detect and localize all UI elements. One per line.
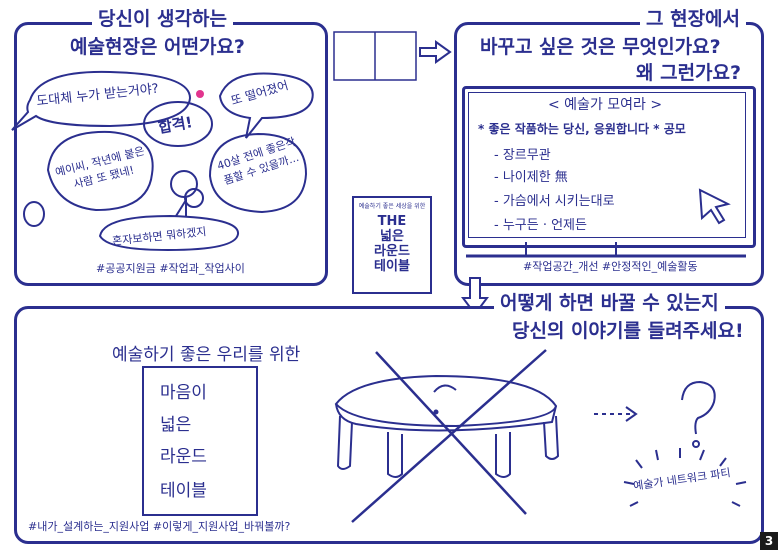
monitor-screen bbox=[462, 86, 756, 248]
box-line-3: 라운드 bbox=[160, 447, 207, 467]
panel2-title-line2: 바꾸고 싶은 것은 무엇인가요? bbox=[480, 36, 721, 58]
book-line-wide: 넓은 bbox=[380, 229, 404, 244]
panel1-hashtags: #공공지원금 #작업과_작업사이 bbox=[96, 262, 245, 275]
panel2-hashtags: #작업공간_개선 #안정적인_예술활동 bbox=[520, 258, 701, 274]
panel2-title-line1: 그 현장에서 bbox=[640, 8, 747, 31]
round-table-box bbox=[142, 366, 258, 516]
book-line-round: 라운드 bbox=[374, 244, 410, 259]
monitor-inner bbox=[468, 92, 746, 238]
box-line-1: 마음이 bbox=[160, 383, 207, 403]
panel1-title-line2: 예술현장은 어떤가요? bbox=[70, 36, 245, 59]
crossed-out-table bbox=[334, 349, 560, 523]
panel3-hashtags: #내가_설계하는_지원사업 #이렇게_지원사업_바꿔볼까? bbox=[28, 520, 291, 533]
question-mark-icon bbox=[681, 380, 716, 448]
dotted-arrow-icon bbox=[594, 406, 638, 422]
book-line-the: THE bbox=[377, 214, 407, 229]
monitor-stand bbox=[466, 242, 746, 258]
book-cover: 예술하기 좋은 세상을 위한 THE 넓은 라운드 테이블 bbox=[352, 196, 432, 294]
panel3-heading: 예술하기 좋은 우리를 위한 bbox=[112, 345, 301, 365]
panel1-bubbles bbox=[11, 70, 314, 252]
screen-heading: < 예술가 모여라 > bbox=[548, 97, 663, 113]
panel-art-scene bbox=[14, 22, 328, 286]
screen-item-anyone: - 누구든 · 언제든 bbox=[494, 218, 587, 233]
panel-tell-your-story bbox=[14, 306, 764, 544]
cursor-icon bbox=[698, 188, 731, 225]
sketch-frame bbox=[333, 31, 417, 81]
panel-what-to-change bbox=[454, 22, 764, 286]
sparkle-lines bbox=[623, 448, 747, 507]
screen-item-age: - 나이제한 無 bbox=[494, 170, 568, 185]
screen-item-heart: - 가슴에서 시키는대로 bbox=[494, 194, 615, 209]
arrow-right-icon bbox=[419, 40, 452, 64]
box-line-2: 넓은 bbox=[160, 415, 192, 435]
book-small-text: 예술하기 좋은 세상을 위한 bbox=[358, 203, 426, 210]
panel3-title-line2: 당신의 이야기를 들려주세요! bbox=[512, 320, 744, 342]
screen-item-genre: - 장르무관 bbox=[494, 148, 551, 163]
screen-subheading: * 좋은 작품하는 당신, 응원합니다 * 공모 bbox=[478, 122, 686, 136]
book-line-table: 테이블 bbox=[374, 259, 410, 274]
page-number-badge: 3 bbox=[760, 532, 778, 550]
panel3-title-line1: 어떻게 하면 바꿀 수 있는지 bbox=[494, 292, 725, 315]
box-line-4: 테이블 bbox=[160, 481, 207, 501]
panel2-title-line3: 왜 그런가요? bbox=[636, 62, 742, 84]
panel1-title-line1: 당신이 생각하는 bbox=[92, 8, 233, 31]
